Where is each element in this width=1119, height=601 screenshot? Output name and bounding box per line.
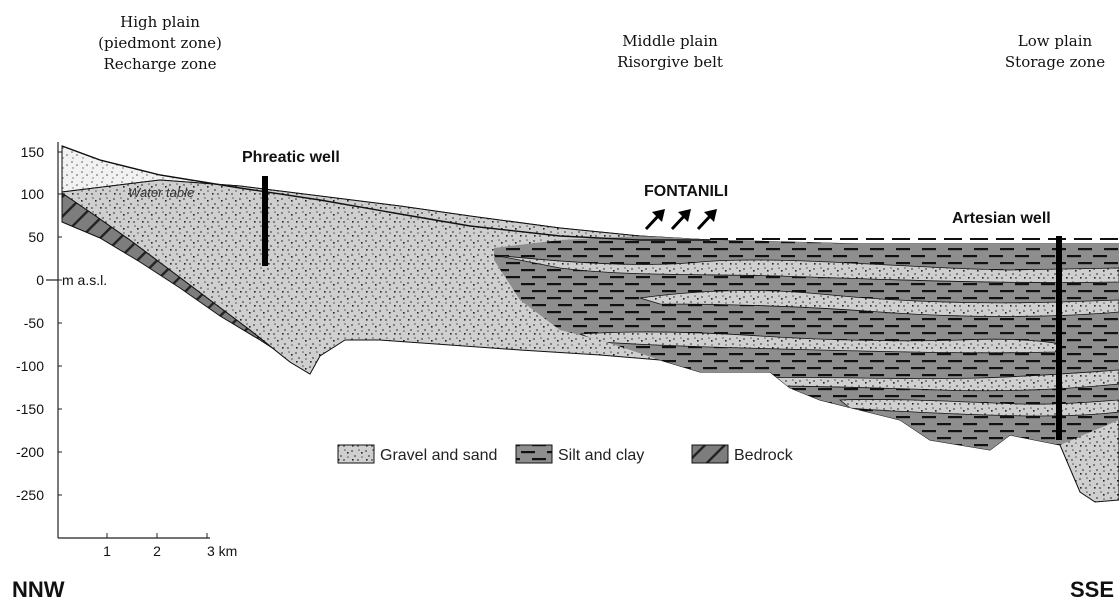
y-tick-neg100: -100 xyxy=(16,358,44,374)
y-tick-150: 150 xyxy=(21,144,45,160)
water-table-label: Water table xyxy=(128,185,194,200)
legend: Gravel and sand Silt and clay Bedrock xyxy=(338,445,794,464)
legend-silt-swatch xyxy=(516,445,552,463)
orientation-nnw: NNW xyxy=(12,577,65,601)
y-axis-unit: m a.s.l. xyxy=(62,272,107,288)
phreatic-well-label: Phreatic well xyxy=(242,149,340,166)
artesian-well-label: Artesian well xyxy=(952,210,1051,227)
y-tick-neg250: -250 xyxy=(16,487,44,503)
y-tick-neg50: -50 xyxy=(24,315,44,331)
x-tick-3km: 3 km xyxy=(207,543,237,559)
fontanili-label: FONTANILI xyxy=(644,183,728,200)
y-tick-0: 0 xyxy=(36,272,44,288)
orientation-sse: SSE xyxy=(1070,577,1114,601)
legend-bedrock-swatch xyxy=(692,445,728,463)
legend-silt-label: Silt and clay xyxy=(558,447,644,464)
fontanili-arrows xyxy=(646,209,717,229)
x-tick-2: 2 xyxy=(153,543,161,559)
phreatic-well xyxy=(262,176,268,266)
y-tick-100: 100 xyxy=(21,186,45,202)
legend-gravel-swatch xyxy=(338,445,374,463)
artesian-well xyxy=(1056,236,1062,440)
x-tick-1: 1 xyxy=(103,543,111,559)
legend-bedrock-label: Bedrock xyxy=(734,447,794,464)
legend-gravel-label: Gravel and sand xyxy=(380,447,497,464)
y-tick-50: 50 xyxy=(28,229,44,245)
y-tick-neg150: -150 xyxy=(16,401,44,417)
y-tick-neg200: -200 xyxy=(16,444,44,460)
x-axis: 1 2 3 km xyxy=(58,533,237,559)
